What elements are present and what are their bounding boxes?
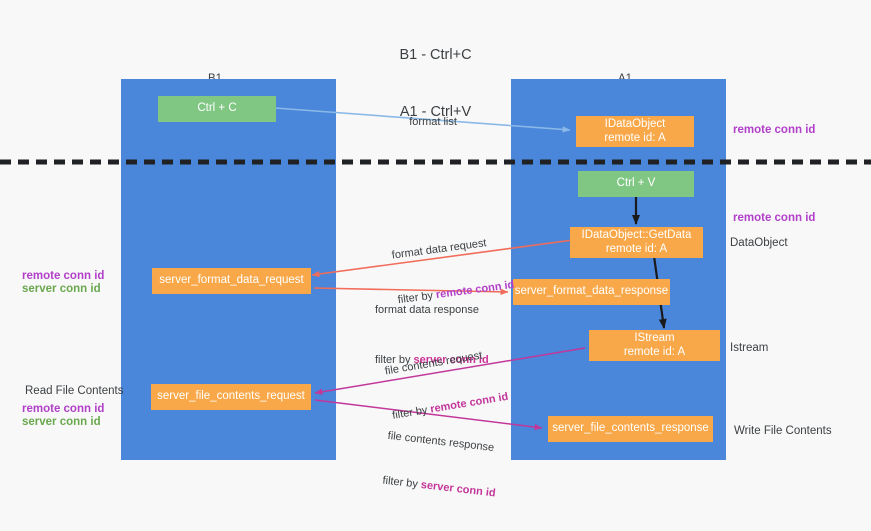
- box-server-file-contents-request-label: server_file_contents_request: [157, 390, 305, 403]
- box-ctrl-c-label: Ctrl + C: [197, 102, 237, 115]
- edge-caption-format-data-request-line1: format data request: [391, 237, 488, 262]
- box-server-format-data-request-label: server_format_data_request: [159, 274, 304, 287]
- box-istream[interactable]: IStream remote id: A: [589, 330, 720, 361]
- edge-caption-file-contents-request-line1: file contents request: [384, 349, 484, 378]
- box-server-file-contents-response-label: server_file_contents_response: [552, 422, 709, 435]
- box-istream-label: IStream: [634, 332, 675, 344]
- annotation-dataobject: DataObject: [730, 237, 788, 249]
- annotation-remote-conn-id-left-2: remote conn id: [22, 403, 105, 415]
- box-getdata-label: IDataObject::GetData: [581, 229, 692, 241]
- box-server-file-contents-request[interactable]: server_file_contents_request: [151, 384, 311, 410]
- box-getdata-sublabel: remote id: A: [605, 242, 668, 255]
- annotation-server-conn-id-left-2: server conn id: [22, 416, 101, 428]
- edge-caption-file-contents-response-line1: file contents response: [387, 429, 495, 455]
- filter-by-prefix-4: filter by: [381, 474, 422, 491]
- edge-caption-file-contents-response-line2: filter by server conn id: [382, 474, 497, 502]
- annotation-server-conn-id-left-1: server conn id: [22, 283, 101, 295]
- filter-by-prefix-2: filter by: [375, 354, 414, 366]
- filter-by-highlight-4: server conn id: [420, 478, 497, 500]
- annotation-read-file-contents: Read File Contents: [25, 385, 124, 397]
- edge-caption-format-data-response-line1: format data response: [375, 304, 479, 316]
- page-title-line1: B1 - Ctrl+C: [399, 47, 472, 63]
- box-istream-sublabel: remote id: A: [623, 345, 686, 358]
- diagram-canvas: B1 - Ctrl+C A1 - Ctrl+V B1 connection A1…: [0, 47, 871, 499]
- box-server-format-data-response[interactable]: server_format_data_response: [513, 279, 670, 305]
- box-ctrl-c[interactable]: Ctrl + C: [158, 96, 276, 122]
- edge-caption-file-contents-response: file contents response filter by server …: [378, 399, 505, 531]
- box-idataobject-label: IDataObject: [604, 118, 666, 130]
- box-server-file-contents-response[interactable]: server_file_contents_response: [548, 416, 713, 442]
- edge-caption-format-list-text: format list: [409, 116, 457, 128]
- annotation-write-file-contents: Write File Contents: [734, 425, 832, 437]
- box-idataobject[interactable]: IDataObject remote id: A: [576, 116, 694, 147]
- annotation-remote-conn-id-left-1: remote conn id: [22, 270, 105, 282]
- annotation-istream: Istream: [730, 342, 769, 354]
- edge-caption-format-data-response: format data response filter by server co…: [375, 273, 489, 398]
- edge-caption-format-list: format list: [397, 100, 457, 145]
- box-server-format-data-response-label: server_format_data_response: [514, 285, 669, 298]
- box-server-format-data-request[interactable]: server_format_data_request: [152, 268, 311, 294]
- annotation-remote-conn-id-top: remote conn id: [733, 124, 816, 136]
- box-idataobject-sublabel: remote id: A: [604, 131, 666, 144]
- annotation-remote-conn-id-mid: remote conn id: [733, 212, 816, 224]
- box-idataobject-getdata[interactable]: IDataObject::GetData remote id: A: [570, 227, 703, 258]
- box-ctrl-v-label: Ctrl + V: [616, 177, 656, 190]
- edge-caption-format-data-response-line2: filter by server conn id: [375, 353, 489, 368]
- box-ctrl-v[interactable]: Ctrl + V: [578, 171, 694, 197]
- filter-by-highlight-2: server conn id: [413, 354, 489, 366]
